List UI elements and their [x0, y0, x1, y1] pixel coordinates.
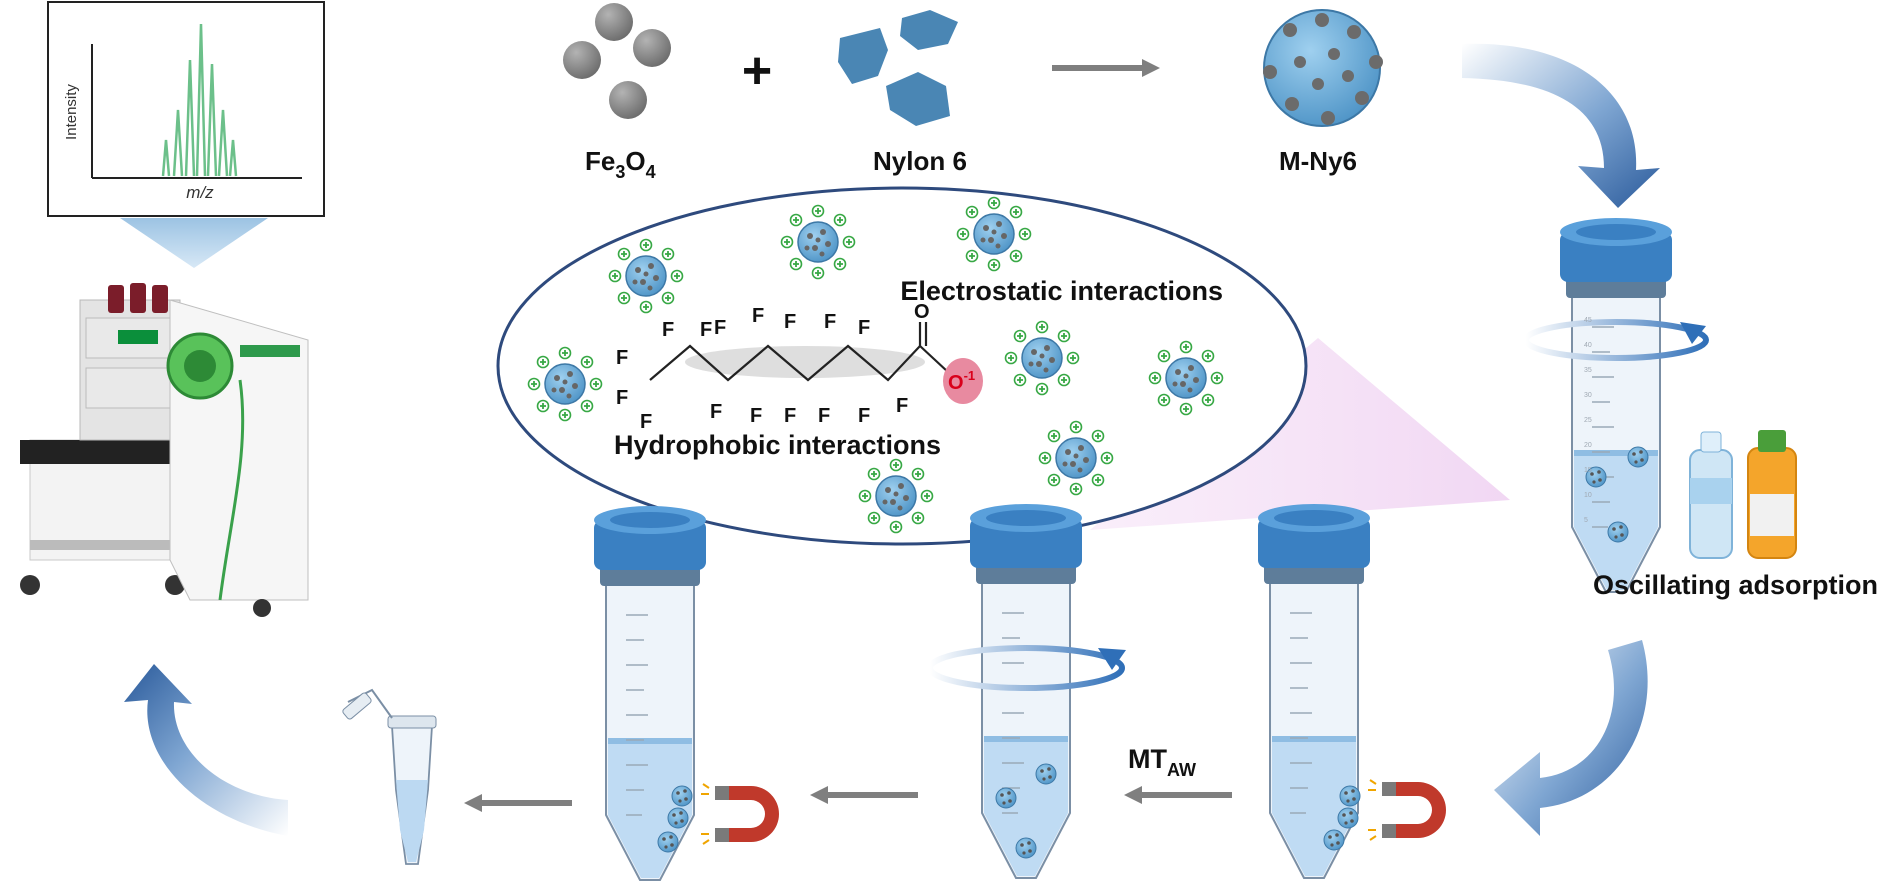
swirl-arrow-1 — [1523, 319, 1709, 361]
svg-text:F: F — [714, 317, 726, 339]
svg-text:40: 40 — [1584, 342, 1592, 349]
tube-washing — [927, 503, 1126, 879]
spectrum-y-label: Intensity — [63, 84, 80, 140]
fe3o4-nanoparticles — [563, 3, 671, 119]
svg-text:F: F — [710, 401, 722, 423]
hydrophobic-region — [685, 346, 925, 378]
oscillating-adsorption-label: Oscillating adsorption — [1593, 570, 1878, 600]
tube-oscillating-adsorption — [1523, 217, 1709, 593]
svg-text:5: 5 — [1584, 517, 1588, 524]
tube-magnetic-separation-1 — [1257, 503, 1371, 879]
arrow-to-mtaw — [1124, 786, 1232, 804]
svg-text:F: F — [858, 317, 870, 339]
svg-text:F: F — [824, 311, 836, 333]
svg-text:F: F — [784, 311, 796, 333]
eppendorf-vial — [342, 688, 437, 865]
m-ny6-composite — [1263, 9, 1383, 127]
svg-text:10: 10 — [1584, 492, 1592, 499]
svg-text:20: 20 — [1584, 442, 1592, 449]
interaction-zoom-ellipse: O O-1 F F F F F F F F F F F F F F F F El… — [496, 186, 1308, 546]
spectrum-frame — [47, 1, 325, 217]
svg-text:F: F — [616, 387, 628, 409]
mtaw-label: MTAW — [1128, 744, 1196, 780]
hydrophobic-label: Hydrophobic interactions — [614, 430, 941, 460]
plus-sign: + — [742, 42, 772, 100]
svg-text:35: 35 — [1584, 367, 1592, 374]
nylon-6-label: Nylon 6 — [873, 146, 967, 176]
svg-text:25: 25 — [1584, 417, 1592, 424]
beam-connector — [120, 218, 268, 268]
swirl-arrow-2 — [927, 645, 1125, 691]
arrow-to-separation — [810, 786, 918, 804]
magnet-2 — [700, 783, 780, 845]
spectrum-peaks — [161, 23, 238, 177]
curved-arrow-bottom-right — [1494, 640, 1648, 836]
nylon-6-flakes — [838, 10, 958, 126]
carbonyl-bond — [918, 322, 928, 346]
svg-text:15: 15 — [1584, 467, 1592, 474]
curved-arrow-top-right — [1462, 43, 1660, 208]
spectrum-x-label: m/z — [186, 183, 214, 202]
svg-text:30: 30 — [1584, 392, 1592, 399]
spectrum-axes — [91, 44, 302, 179]
juice-bottle — [1747, 430, 1797, 559]
svg-text:F: F — [700, 319, 712, 341]
m-ny6-label: M-Ny6 — [1279, 146, 1357, 176]
fluorine-atoms: F F F F F F F F F F F F F F F F — [616, 305, 908, 433]
svg-text:F: F — [896, 395, 908, 417]
tube-magnetic-separation-2 — [593, 505, 707, 881]
tube-scale-labels: 45 40 35 30 25 20 15 10 5 — [1584, 317, 1592, 524]
synthesis-arrow — [1052, 59, 1160, 77]
anion-highlight — [943, 358, 983, 404]
curved-arrow-bottom-left — [124, 664, 288, 836]
carboxylate-bond — [919, 345, 949, 373]
svg-text:45: 45 — [1584, 317, 1592, 324]
water-bottle — [1689, 431, 1733, 559]
anion-label: O-1 — [948, 368, 975, 394]
svg-text:F: F — [858, 405, 870, 427]
svg-text:F: F — [640, 411, 652, 433]
svg-text:F: F — [750, 405, 762, 427]
perfluoro-chain — [649, 344, 921, 382]
carbonyl-oxygen: O — [914, 301, 930, 323]
svg-text:F: F — [818, 405, 830, 427]
svg-text:F: F — [616, 347, 628, 369]
arrow-to-vial — [464, 794, 572, 812]
magnet-1 — [1367, 779, 1447, 841]
electrostatic-label: Electrostatic interactions — [900, 276, 1223, 306]
lc-ms-instrument — [20, 283, 309, 617]
mass-spectrum-inset: Intensity m/z — [47, 1, 325, 217]
svg-text:F: F — [752, 305, 764, 327]
svg-text:F: F — [662, 319, 674, 341]
fe3o4-label: Fe3O4 — [585, 146, 656, 182]
svg-text:F: F — [784, 405, 796, 427]
